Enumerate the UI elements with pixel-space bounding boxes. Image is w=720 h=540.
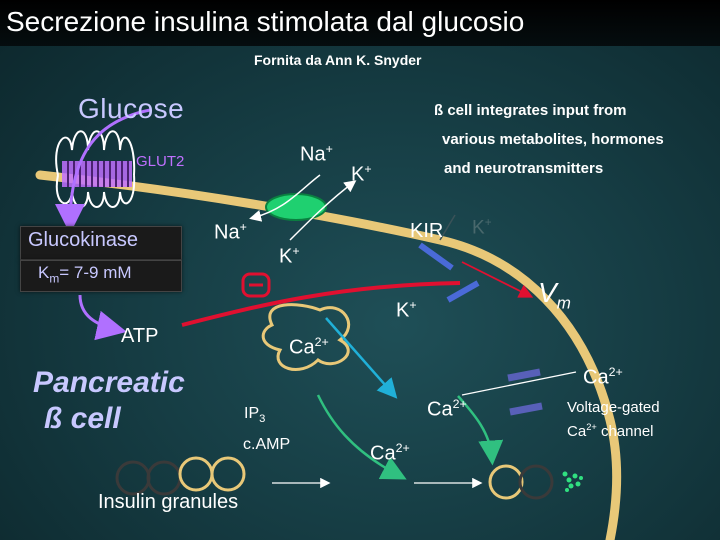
km-box <box>20 260 182 292</box>
atp-inhibit-line <box>181 281 461 327</box>
page-title: Secrezione insulina stimolata dal glucos… <box>6 6 525 37</box>
vg-ca-channel-2 <box>509 402 543 416</box>
kir-channel <box>418 242 454 271</box>
cell-type-label-line2: ß cell <box>44 402 121 435</box>
camp-label: c.AMP <box>243 436 291 453</box>
note-line-2: various metabolites, hormones <box>442 131 664 148</box>
cell-type-label-line1: Pancreatic <box>33 366 185 399</box>
glucose-arrow <box>55 108 151 234</box>
vm-label: Vm <box>538 277 571 313</box>
ca-label-cytosol: Ca2+ <box>289 335 329 359</box>
glucose-label: Glucose <box>78 93 185 124</box>
ip3-label: IP3 <box>244 405 266 426</box>
na-influx-arrow <box>249 174 321 222</box>
voltage-gated-label-line2: Ca2+ channel <box>567 422 654 440</box>
insulin-release-dots <box>562 471 583 492</box>
credit-line: Fornita da Ann K. Snyder <box>254 52 422 68</box>
title-bar <box>0 0 720 46</box>
k-label-top: K+ <box>351 162 372 186</box>
k-label-faint: K+ <box>472 216 492 239</box>
k-label-lower: K+ <box>396 298 417 322</box>
ca-label-channel: Ca2+ <box>427 397 467 421</box>
ca-signal-line <box>325 317 398 399</box>
insulin-granules-label: Insulin granules <box>98 491 239 513</box>
glucokinase-box <box>20 226 182 260</box>
ca-to-granule-arrow <box>457 395 504 466</box>
na-label-top: Na+ <box>300 142 333 166</box>
ca-label-extracellular: Ca2+ <box>583 365 623 389</box>
note-line-1: ß cell integrates input from <box>434 102 627 119</box>
katp-channel <box>265 193 327 221</box>
atp-arrow <box>78 294 127 341</box>
ca-label-lower: Ca2+ <box>370 441 410 465</box>
k-efflux-arrow <box>289 180 357 241</box>
atp-label: ATP <box>121 325 159 347</box>
voltage-gated-label-line1: Voltage-gated <box>567 399 660 416</box>
note-line-3: and neurotransmitters <box>444 160 604 177</box>
inhibition-symbol <box>241 272 271 298</box>
glucokinase-label: Glucokinase <box>28 229 139 251</box>
glut2-transporter <box>55 130 136 208</box>
vm-arrow <box>461 261 534 298</box>
cell-membrane <box>35 170 622 540</box>
glut2-label: GLUT2 <box>136 153 185 170</box>
kir-label: KIR <box>410 220 444 242</box>
k-label-inside: K+ <box>279 244 300 268</box>
ca-to-granule-arrow-2 <box>316 394 407 480</box>
insulin-granules <box>115 456 554 500</box>
na-label-inside: Na+ <box>214 220 247 244</box>
ca-blob <box>261 303 351 371</box>
km-label: Km= 7-9 mM <box>38 263 132 286</box>
kir-channel-2 <box>446 280 480 303</box>
ca-influx-line <box>461 371 577 396</box>
vg-ca-channel-1 <box>507 368 541 382</box>
